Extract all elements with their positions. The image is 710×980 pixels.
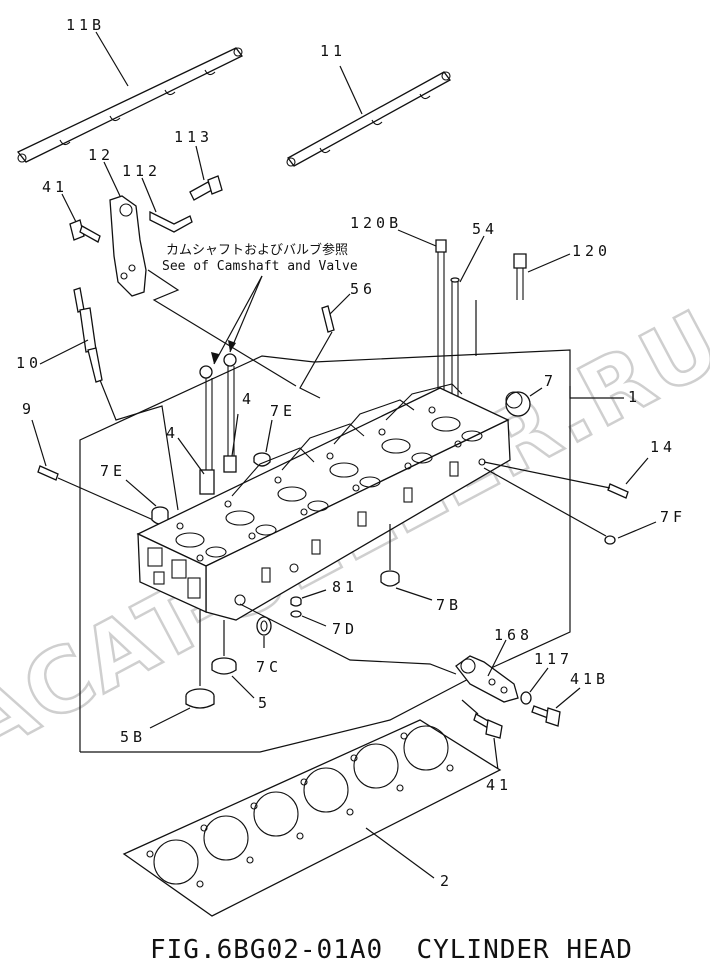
callout-120: 120 <box>572 242 611 260</box>
part-120b-bolt <box>435 239 447 410</box>
part-10-glow-plug <box>73 287 103 383</box>
callout-11b: 11B <box>66 16 105 34</box>
callout-11: 11 <box>320 42 346 60</box>
part-41-bolt-lower <box>473 713 503 739</box>
part-14-stud <box>607 483 629 499</box>
part-81-plug <box>290 596 302 607</box>
part-7e-plugs <box>151 452 271 525</box>
part-41b-bolt <box>531 705 561 727</box>
figure-caption: FIG.6BG02-01A0 CYLINDER HEAD <box>150 935 633 965</box>
callout-120b: 120B <box>350 214 402 232</box>
callout-112: 112 <box>122 162 161 180</box>
callout-5b: 5B <box>120 728 146 746</box>
part-7c-ring <box>256 616 272 636</box>
part-2-gasket <box>122 719 502 917</box>
callout-7d: 7D <box>332 620 358 638</box>
callout-14: 14 <box>650 438 676 456</box>
callout-41-lower: 41 <box>486 776 512 794</box>
callout-7: 7 <box>544 372 557 390</box>
part-12-bracket <box>109 195 147 297</box>
callout-113: 113 <box>174 128 213 146</box>
part-7b-plug <box>380 570 400 587</box>
part-7f-plug <box>604 535 616 545</box>
callout-5: 5 <box>258 694 271 712</box>
part-7-plug <box>505 391 531 417</box>
part-56-pin <box>321 305 335 333</box>
callout-2: 2 <box>440 872 453 890</box>
callout-9: 9 <box>22 400 35 418</box>
part-117-washer <box>520 691 532 705</box>
callout-7e-lower: 7E <box>100 462 126 480</box>
callout-7f: 7F <box>660 508 686 526</box>
note-jp: カムシャフトおよびバルブ参照 <box>166 242 348 258</box>
callout-4-right: 4 <box>242 390 255 408</box>
part-7d-plug <box>290 610 302 618</box>
part-11b-rail <box>16 47 243 163</box>
callout-7b: 7B <box>436 596 462 614</box>
part-11-rail <box>286 71 451 167</box>
callout-168: 168 <box>494 626 533 644</box>
callout-1: 1 <box>628 388 641 406</box>
callout-41-upper: 41 <box>42 178 68 196</box>
part-1-frame <box>79 349 571 753</box>
callout-4-left: 4 <box>166 424 179 442</box>
callout-12: 12 <box>88 146 114 164</box>
callout-7c: 7C <box>256 658 282 676</box>
cylinder-head <box>136 383 511 621</box>
part-112-clip <box>149 210 193 233</box>
callout-10: 10 <box>16 354 42 372</box>
part-5b-ring <box>185 688 215 709</box>
part-5-ring <box>211 657 237 675</box>
part-4-valves <box>199 353 237 495</box>
callout-117: 117 <box>534 650 573 668</box>
part-168-bracket <box>455 655 519 703</box>
part-41-bolt-upper <box>69 219 101 243</box>
callout-labels: 11B 11 12 112 113 41 10 9 4 4 7E 7E 120B… <box>16 16 686 890</box>
callout-81: 81 <box>332 578 358 596</box>
part-9-stud <box>37 465 59 481</box>
callout-54: 54 <box>472 220 498 238</box>
part-120-bolt <box>513 253 527 300</box>
callout-56: 56 <box>350 280 376 298</box>
callout-41b: 41B <box>570 670 609 688</box>
note-en: See of Camshaft and Valve <box>162 259 358 274</box>
part-113-bolt <box>189 175 223 201</box>
callout-7e-upper: 7E <box>270 402 296 420</box>
